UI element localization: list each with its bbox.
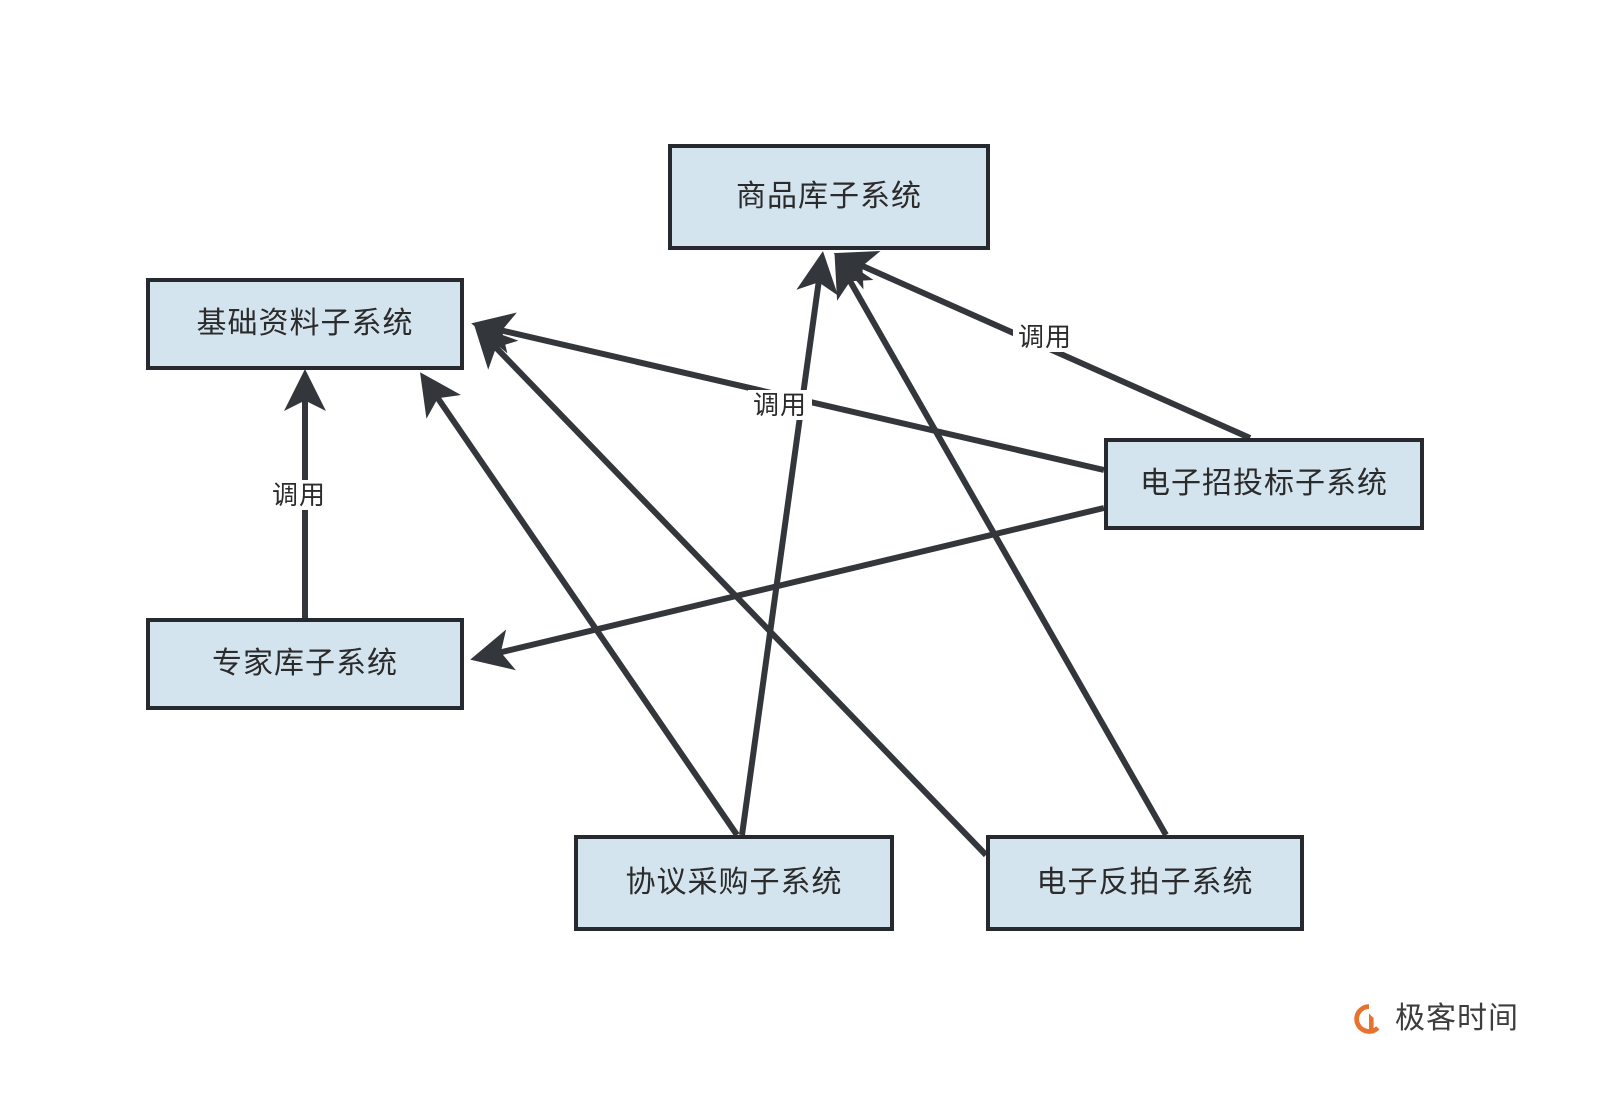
node-basic[interactable]: 基础资料子系统 [146, 278, 464, 370]
node-agreement[interactable]: 协议采购子系统 [574, 835, 894, 931]
watermark-text: 极客时间 [1395, 1002, 1519, 1035]
edge-agreement-to-basic [420, 372, 740, 837]
node-label-bidding: 电子招投标子系统 [1140, 467, 1388, 500]
node-expert[interactable]: 专家库子系统 [146, 618, 464, 710]
node-label-basic: 基础资料子系统 [196, 307, 414, 340]
geektime-logo-icon [1354, 1004, 1380, 1034]
node-auction[interactable]: 电子反拍子系统 [986, 835, 1304, 931]
edge-bidding-to-expert [470, 505, 1105, 671]
node-label-goods: 商品库子系统 [736, 180, 922, 213]
edge-label-bidding-to-goods: 调用 [1013, 322, 1078, 352]
edge-auction-to-goods [834, 253, 1169, 837]
watermark-geektime: 极客时间 [1352, 1002, 1519, 1036]
edge-agreement-to-goods [739, 251, 838, 836]
edge-label-bidding-to-basic: 调用 [748, 390, 813, 420]
node-label-auction: 电子反拍子系统 [1036, 866, 1254, 899]
node-bidding[interactable]: 电子招投标子系统 [1104, 438, 1424, 530]
node-label-agreement: 协议采购子系统 [625, 866, 843, 899]
edge-auction-to-basic [474, 324, 989, 858]
node-label-expert: 专家库子系统 [212, 647, 398, 680]
node-goods[interactable]: 商品库子系统 [668, 144, 990, 250]
edge-label-expert-to-basic: 调用 [267, 480, 332, 510]
